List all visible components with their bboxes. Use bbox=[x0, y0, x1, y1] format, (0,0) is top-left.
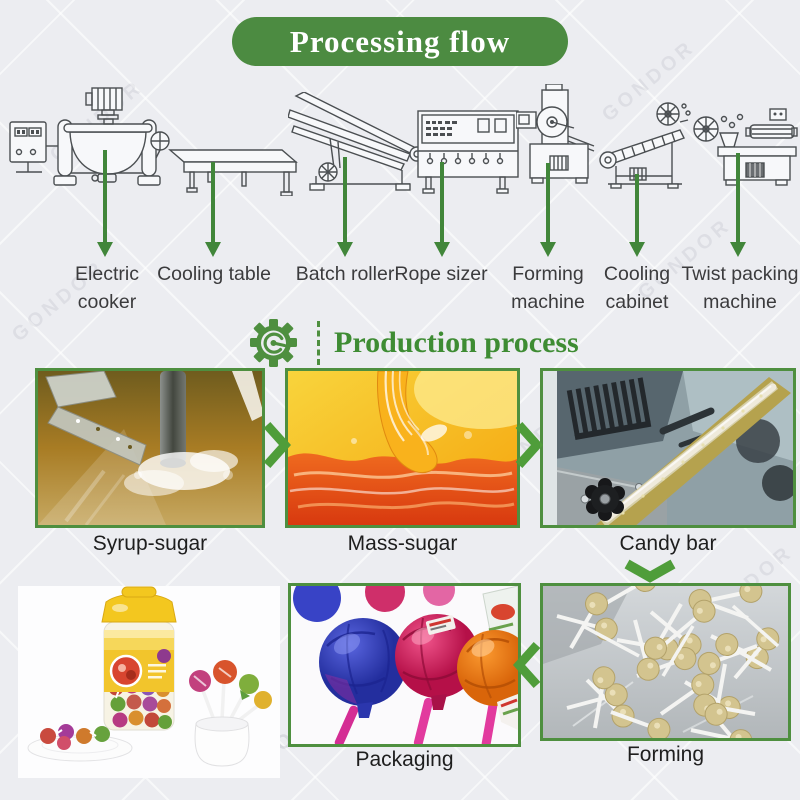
caption-candy-bar: Candy bar bbox=[619, 532, 717, 555]
production-process-header: Production process bbox=[247, 318, 579, 368]
twist-packing-machine-drawing bbox=[690, 105, 798, 194]
header-divider bbox=[317, 321, 320, 365]
machine-label-forming-machine: Forming machine bbox=[511, 263, 585, 314]
flow-arrow bbox=[730, 153, 746, 257]
page-title: Processing flow bbox=[289, 23, 511, 59]
machine-label-rope-sizer: Rope sizer bbox=[394, 263, 488, 285]
electric-cooker-drawing bbox=[8, 84, 170, 201]
machine-label-cooling-table: Cooling table bbox=[157, 263, 271, 285]
packaging-photo bbox=[288, 583, 521, 747]
syrup-sugar-photo bbox=[35, 368, 265, 528]
cooling-table-drawing bbox=[168, 120, 304, 201]
production-process-title: Production process bbox=[334, 326, 579, 359]
flow-arrow bbox=[540, 163, 556, 257]
flow-arrow bbox=[337, 157, 353, 257]
caption-forming: Forming bbox=[626, 743, 705, 766]
machine-label-twist-packing: Twist packing machine bbox=[681, 263, 799, 314]
machine-knob bbox=[585, 478, 625, 521]
caption-syrup-sugar: Syrup-sugar bbox=[92, 532, 208, 555]
caption-packaging: Packaging bbox=[355, 748, 454, 771]
machine-label-electric-cooker: Electric cooker bbox=[75, 263, 139, 314]
batch-roller-drawing bbox=[287, 91, 428, 199]
flow-arrow bbox=[434, 162, 450, 257]
flow-arrow bbox=[629, 174, 645, 257]
flow-chevron-down-icon bbox=[624, 559, 676, 583]
forming-machine-drawing bbox=[515, 83, 596, 197]
caption-mass-sugar: Mass-sugar bbox=[347, 532, 458, 555]
forming-photo bbox=[540, 583, 791, 741]
machine-label-cooling-cabinet: Cooling cabinet bbox=[603, 263, 671, 314]
flow-chevron-right-icon bbox=[515, 421, 543, 469]
flow-arrow bbox=[205, 162, 221, 257]
flow-arrow bbox=[97, 150, 113, 257]
title-banner: Processing flow bbox=[232, 17, 568, 66]
cooling-cabinet-drawing bbox=[598, 98, 694, 195]
candy-bar-photo bbox=[540, 368, 796, 528]
mass-sugar-photo bbox=[285, 368, 520, 528]
flow-chevron-right-icon bbox=[263, 421, 291, 469]
flow-chevron-left-icon bbox=[513, 641, 541, 689]
lollipop-jar-product-photo bbox=[18, 586, 280, 778]
rope-sizer-drawing bbox=[414, 105, 522, 202]
gear-gauge-icon bbox=[250, 319, 297, 367]
machine-label-batch-roller: Batch roller bbox=[295, 263, 395, 285]
